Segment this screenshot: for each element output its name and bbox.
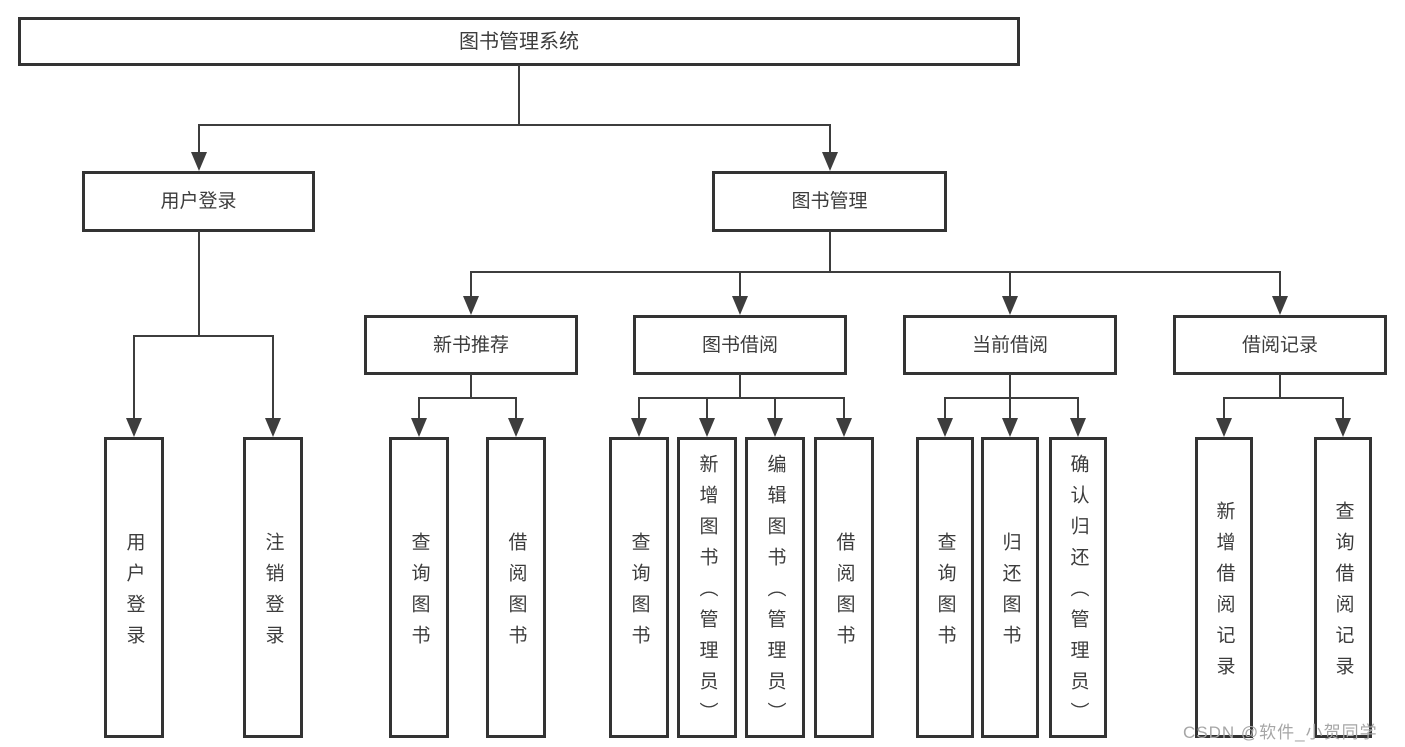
arrowhead-down-icon [1335,418,1351,437]
connector-line [198,124,200,154]
connector-line [1223,397,1225,420]
connector-line [1342,397,1344,420]
node-new-book-recommendation: 新书推荐 [364,315,578,375]
node-borrowing-records: 借阅记录 [1173,315,1387,375]
node-leaf-logout: 注销登录 [243,437,303,738]
arrowhead-down-icon [631,418,647,437]
watermark: CSDN @软件_小贺同学 [1183,723,1378,742]
arrowhead-down-icon [822,152,838,171]
node-library-management-system: 图书管理系统 [18,17,1020,66]
node-leaf-query-borrow-record: 查询借阅记录 [1314,437,1372,738]
node-leaf-return-books: 归还图书 [981,437,1039,738]
connector-line [272,335,274,420]
node-leaf-add-borrow-record: 新增借阅记录 [1195,437,1253,738]
node-leaf-query-books-recommend: 查询图书 [389,437,449,738]
node-user-login: 用户登录 [82,171,315,232]
node-leaf-query-books-borrowing: 查询图书 [609,437,669,738]
arrowhead-down-icon [1216,418,1232,437]
connector-line [706,397,708,420]
arrowhead-down-icon [836,418,852,437]
connector-line [829,231,831,273]
connector-line [1279,374,1281,399]
node-leaf-user-login: 用户登录 [104,437,164,738]
connector-line [638,397,845,399]
connector-line [774,397,776,420]
connector-line [470,271,472,298]
connector-line [198,231,200,336]
arrowhead-down-icon [1272,296,1288,315]
connector-line [739,271,741,298]
arrowhead-down-icon [126,418,142,437]
connector-line [739,374,741,399]
arrowhead-down-icon [1002,418,1018,437]
connector-line [133,335,274,337]
arrowhead-down-icon [411,418,427,437]
node-leaf-confirm-return-admin: 确认归还（管理员） [1049,437,1107,738]
arrowhead-down-icon [732,296,748,315]
arrowhead-down-icon [1070,418,1086,437]
node-book-management: 图书管理 [712,171,947,232]
arrowhead-down-icon [937,418,953,437]
connector-line [515,397,517,420]
connector-line [418,397,420,420]
connector-line [1009,271,1011,298]
connector-line [1223,397,1344,399]
connector-line [1279,271,1281,298]
connector-line [944,397,1079,399]
connector-line [829,124,831,154]
node-leaf-add-books-admin: 新增图书（管理员） [677,437,737,738]
connector-line [470,374,472,399]
node-leaf-borrow-books-recommend: 借阅图书 [486,437,546,738]
connector-line [133,335,135,420]
connector-line [638,397,640,420]
node-book-borrowing: 图书借阅 [633,315,847,375]
node-leaf-borrow-books-borrowing: 借阅图书 [814,437,874,738]
arrowhead-down-icon [463,296,479,315]
arrowhead-down-icon [767,418,783,437]
node-current-borrowing: 当前借阅 [903,315,1117,375]
connector-line [470,271,1281,273]
arrowhead-down-icon [508,418,524,437]
connector-line [944,397,946,420]
connector-line [843,397,845,420]
connector-line [418,397,517,399]
arrowhead-down-icon [699,418,715,437]
arrowhead-down-icon [265,418,281,437]
connector-line [198,124,831,126]
connector-line [518,65,520,125]
arrowhead-down-icon [1002,296,1018,315]
connector-line [1077,397,1079,420]
node-leaf-query-books-current: 查询图书 [916,437,974,738]
arrowhead-down-icon [191,152,207,171]
node-leaf-edit-books-admin: 编辑图书（管理员） [745,437,805,738]
